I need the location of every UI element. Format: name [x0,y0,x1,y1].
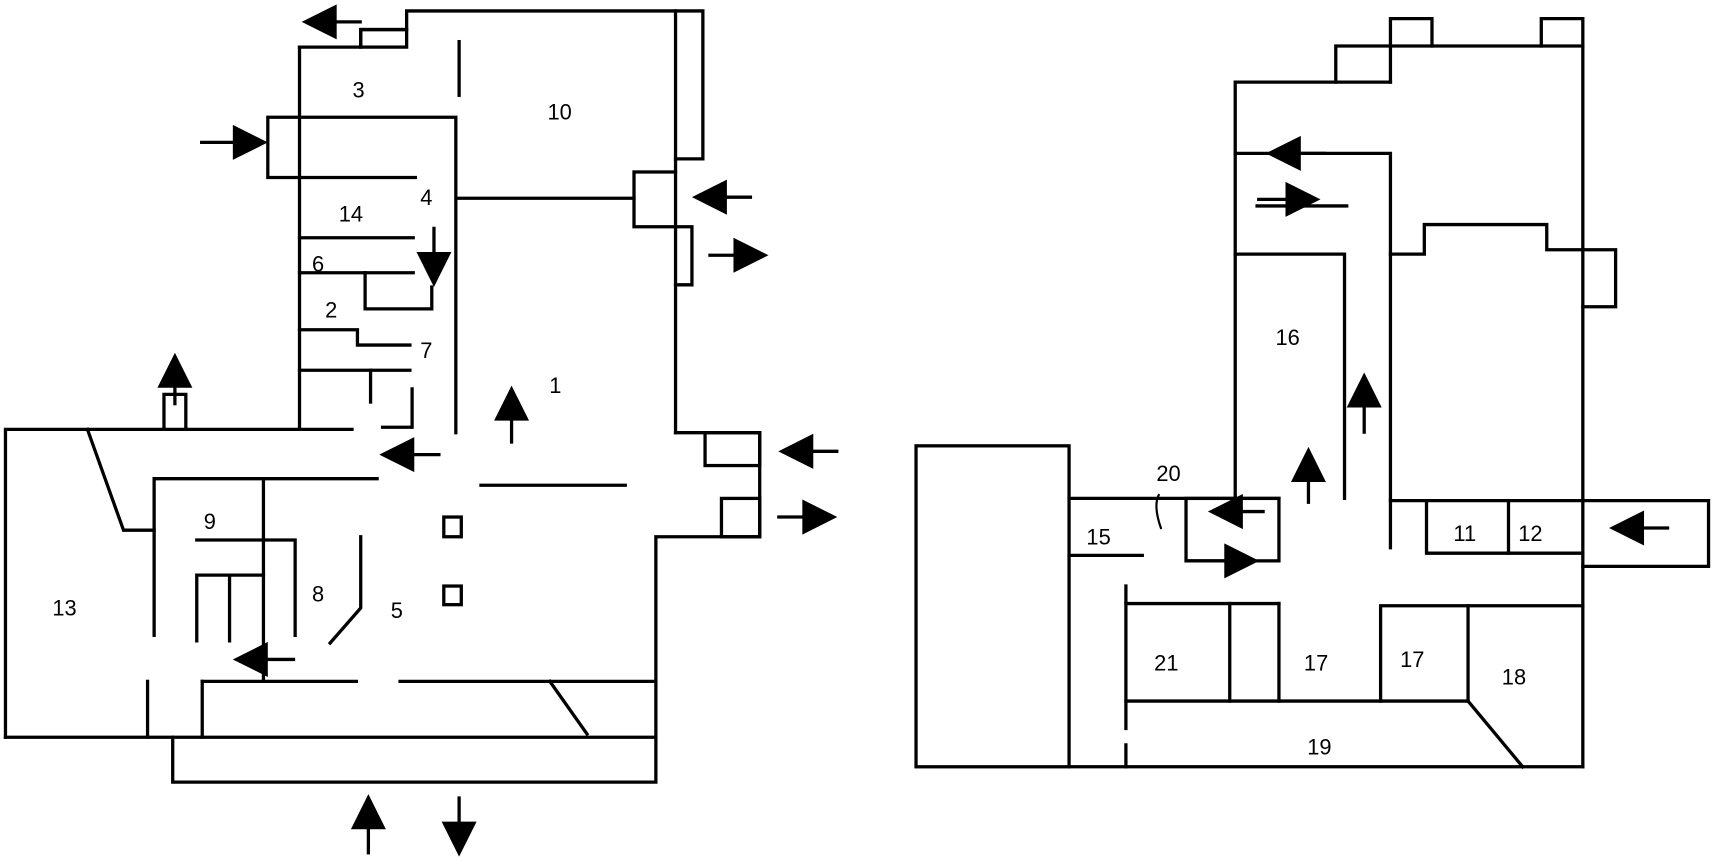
room-label: 17 [1304,650,1328,675]
right-plan-walls [914,16,1711,770]
arrow-left-icon [691,179,753,215]
room-label: 3 [352,77,364,102]
arrow-up-icon [1346,372,1382,434]
room-label: 13 [52,596,76,621]
room-label: 9 [204,509,216,534]
room-label: 1 [549,373,561,398]
room-label: 19 [1307,735,1331,760]
room-label: 17 [1400,647,1424,672]
room-label: 11 [1453,521,1476,546]
arrow-up-icon [1290,446,1326,504]
room-label: 4 [420,185,432,210]
left-plan-walls [3,9,762,784]
arrow-right-icon [777,499,838,535]
arrow-left-icon [1207,494,1265,530]
column [442,515,463,539]
arrow-up-icon [157,352,193,406]
arrow-right-icon [200,124,268,160]
arrow-left-icon [232,641,296,677]
room-label: 14 [339,201,363,226]
arrow-right-icon [708,237,769,273]
room-label: 2 [325,298,337,323]
arrow-left-icon [379,437,441,473]
room-label: 20 [1156,461,1180,486]
arrow-down-icon [441,796,477,857]
room-label: 21 [1154,650,1178,675]
arrow-left-icon [1609,510,1670,546]
room-label: 8 [312,581,324,606]
room-label: 5 [391,598,403,623]
room-label: 18 [1502,665,1526,690]
room-label: 10 [548,99,572,124]
column [442,584,463,607]
arrow-right-icon [1257,181,1321,217]
room-label: 12 [1518,521,1542,546]
flow-arrows [157,4,1670,857]
room-label: 16 [1276,325,1300,350]
arrow-down-icon [416,226,452,287]
arrow-up-icon [494,385,530,444]
room-label: 7 [420,338,432,363]
room-label: 6 [312,252,324,277]
arrow-right-icon [1188,543,1260,579]
arrow-left-icon [1265,135,1326,171]
arrow-left-icon [778,433,839,469]
room-labels: 3 10 4 14 6 2 7 1 9 8 5 13 20 15 16 11 1… [52,77,1542,759]
arrow-up-icon [350,794,386,855]
room-label: 15 [1086,524,1110,549]
arrow-left-icon [301,4,362,40]
